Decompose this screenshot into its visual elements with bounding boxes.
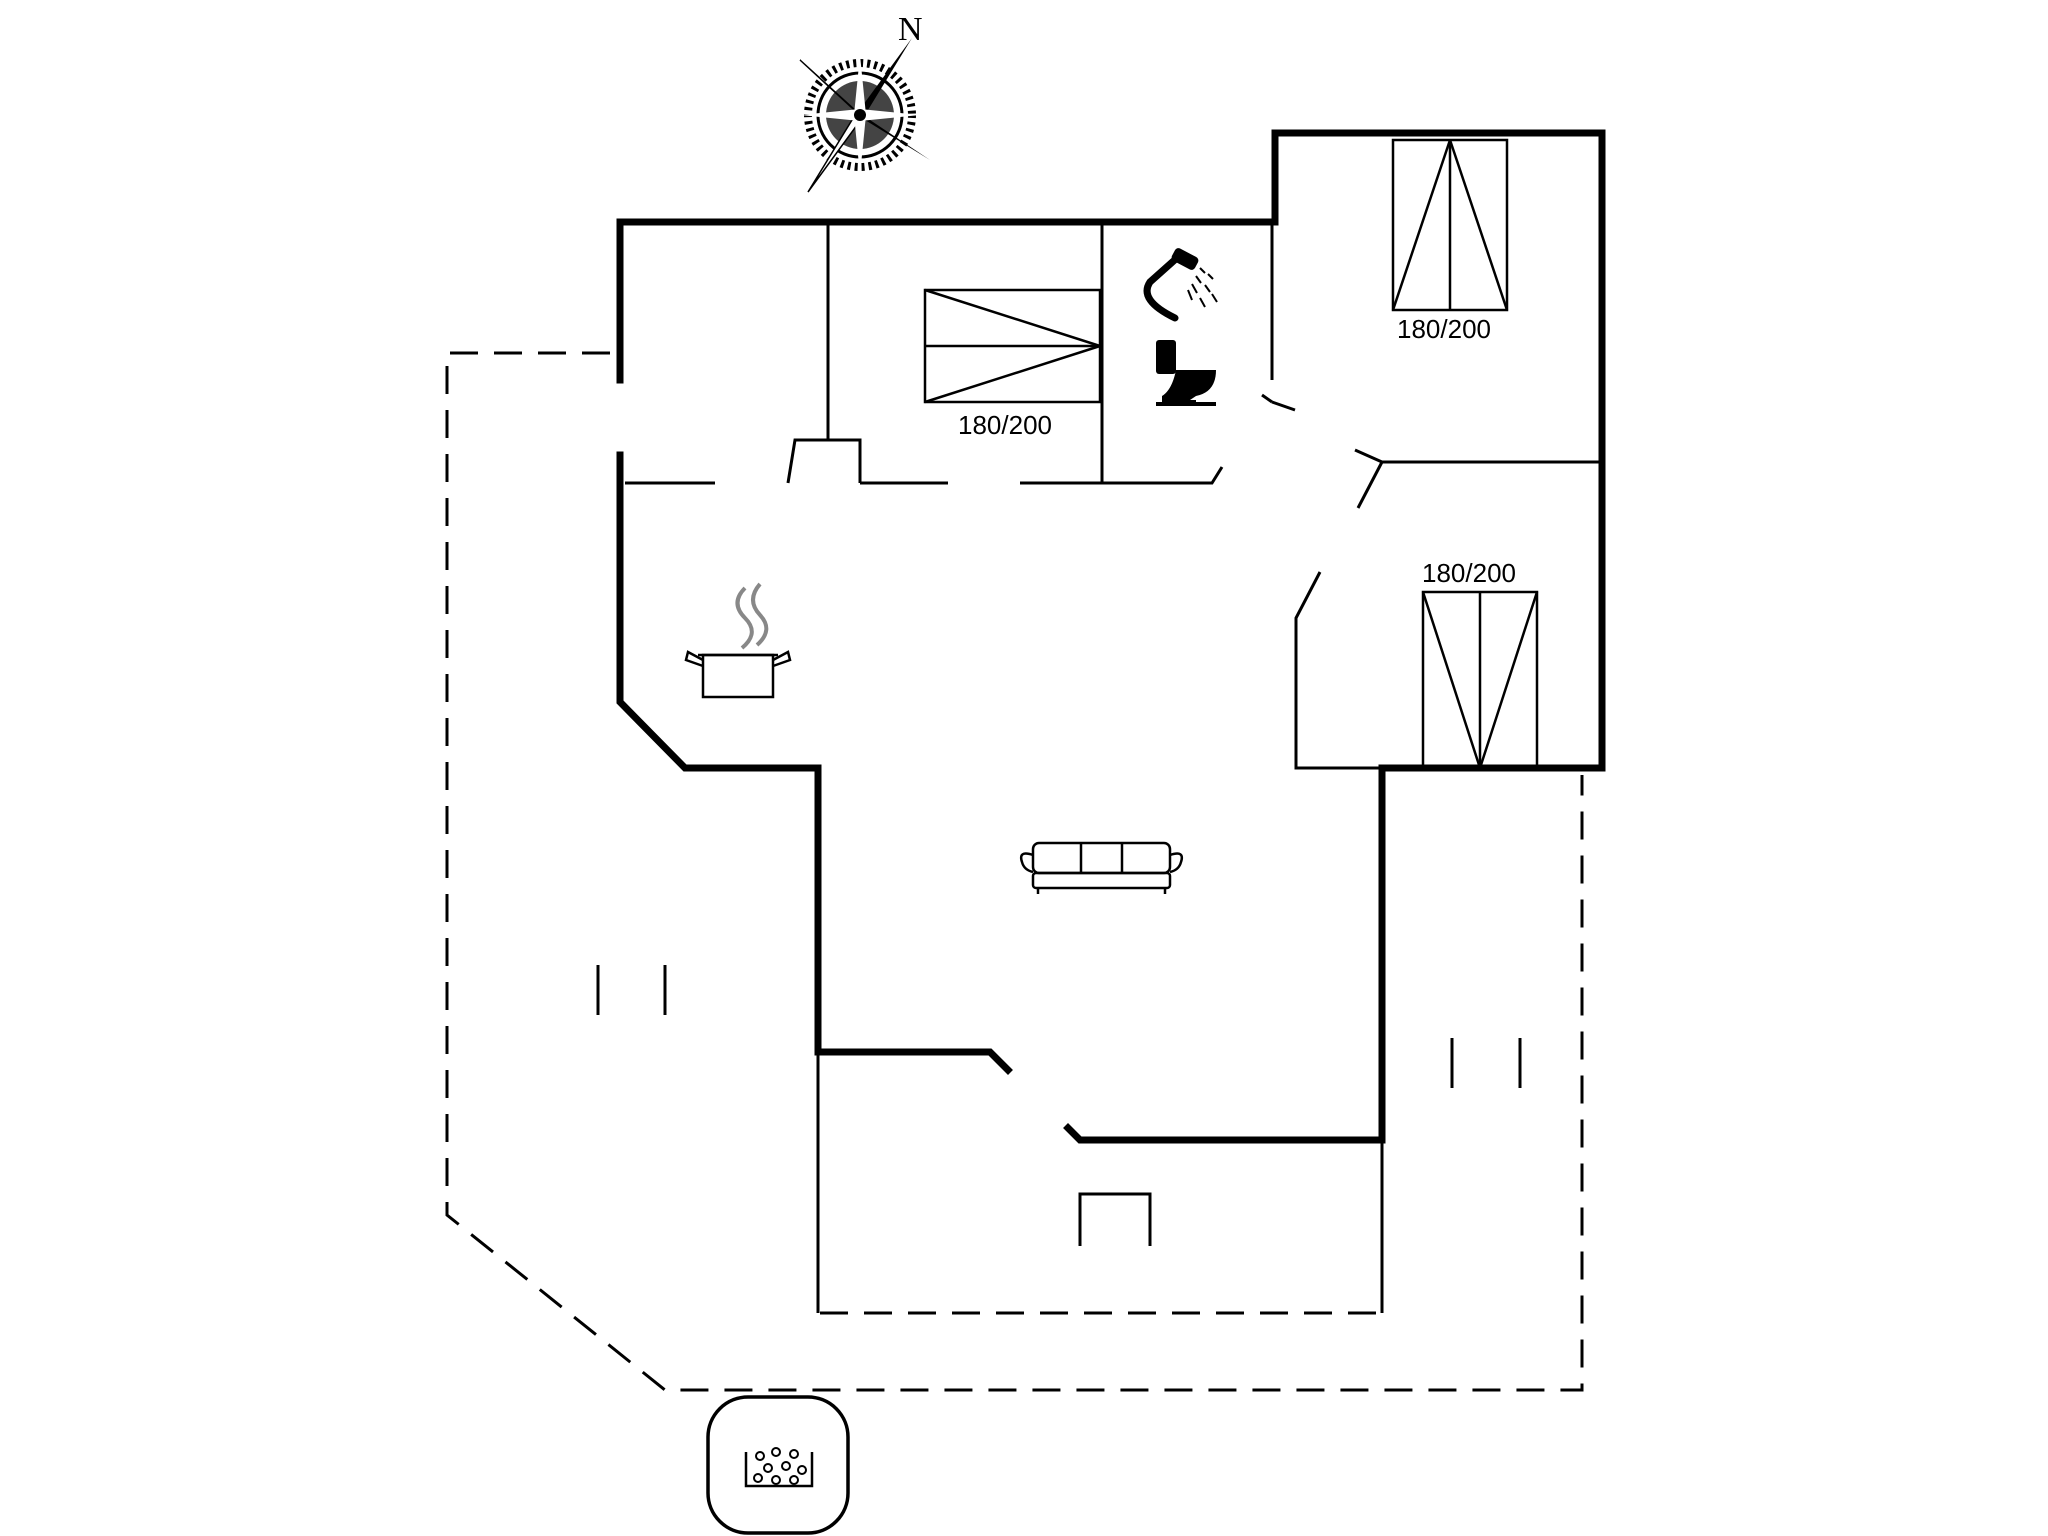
hot-tub-icon: [706, 1395, 850, 1535]
bed-right-size-label: 180/200: [1422, 558, 1516, 588]
terrace-markers: [596, 965, 1522, 1088]
exterior-walls: [616, 129, 1606, 1144]
bed-top-right: [1391, 138, 1509, 312]
shower-icon: [1143, 248, 1218, 322]
bed-right: [1421, 590, 1539, 770]
bed-center: [923, 288, 1102, 404]
sofa-icon: [1019, 841, 1184, 894]
interior-walls: [625, 222, 1602, 1313]
terrace-outline: [445, 351, 1584, 1392]
toilet-icon: [1156, 340, 1216, 406]
compass-icon: [799, 38, 930, 193]
bed-top-right-size-label: 180/200: [1397, 314, 1491, 344]
cooking-pot-icon: [684, 582, 792, 699]
bed-center-size-label: 180/200: [958, 410, 1052, 440]
north-label: N: [898, 11, 923, 48]
